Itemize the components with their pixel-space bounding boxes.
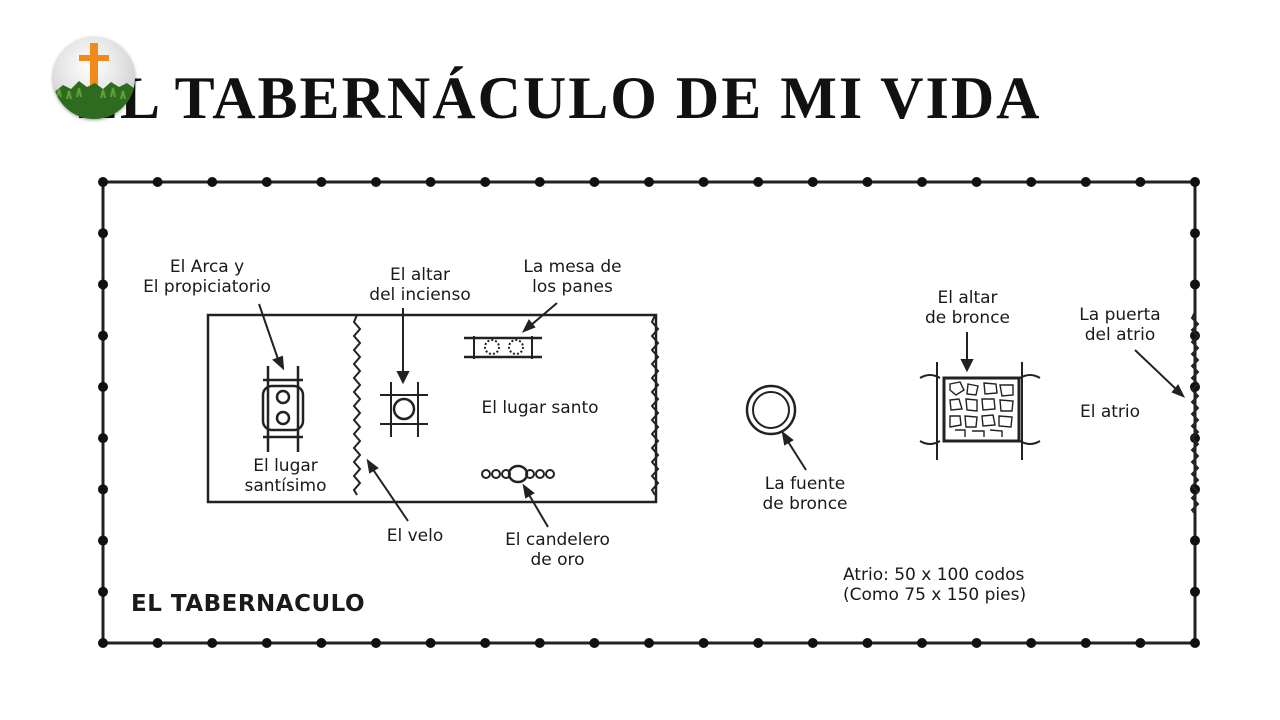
fence-post: [1190, 279, 1200, 290]
fence-post: [316, 638, 327, 648]
cross-on-hill-icon: [53, 37, 135, 119]
fence-post: [98, 535, 108, 546]
fence-post: [1190, 433, 1200, 444]
fence-post: [261, 638, 272, 648]
showbread-table-icon: [464, 336, 542, 359]
fence-post: [98, 177, 108, 187]
fence-post: [1026, 177, 1037, 187]
ark-label: El Arca y El propiciatorio: [143, 257, 271, 297]
dimensions-note: Atrio: 50 x 100 codos (Como 75 x 150 pie…: [843, 565, 1027, 605]
court-gate-label: La puerta del atrio: [1079, 305, 1161, 345]
fence-post: [589, 638, 600, 648]
fence-post: [1190, 535, 1200, 546]
fence-post: [98, 433, 108, 444]
fence-post: [425, 177, 436, 187]
fence-post: [425, 638, 436, 648]
fence-post: [1190, 638, 1200, 648]
bronze-altar-label: El altar de bronce: [924, 288, 1011, 328]
fence-post: [917, 638, 927, 648]
fence-post: [971, 177, 982, 187]
court-gate: [1190, 311, 1200, 515]
fence-post: [207, 177, 218, 187]
incense-altar-icon: [380, 382, 428, 437]
fence-post: [480, 177, 491, 187]
holy-of-holies-label: El lugar santísimo: [244, 456, 327, 496]
lampstand-icon: [481, 464, 555, 484]
page-title: EL TABERNÁCULO DE MI VIDA: [78, 65, 1042, 131]
fence-post: [807, 638, 818, 648]
fence-post: [971, 638, 982, 648]
fence-posts: [98, 177, 1200, 648]
fence-post: [1190, 177, 1200, 187]
fence-post: [1026, 638, 1037, 648]
fence-post: [371, 177, 381, 187]
fence-post: [753, 177, 764, 187]
holy-place-label: El lugar santo: [481, 398, 599, 418]
laver-icon: [745, 384, 797, 436]
fence-post: [207, 638, 218, 648]
fence-post: [98, 228, 108, 239]
fence-post: [261, 177, 272, 187]
fence-post: [589, 177, 600, 187]
fence-post: [371, 638, 381, 648]
fence-post: [698, 177, 709, 187]
fence-post: [152, 638, 163, 648]
fence-post: [98, 484, 108, 495]
fence-post: [98, 381, 108, 392]
laver-label: La fuente de bronce: [762, 474, 848, 514]
fence-post: [807, 177, 818, 187]
lampstand-label: El candelero de oro: [505, 530, 610, 570]
fence-post: [1080, 638, 1091, 648]
ark-icon: [261, 366, 305, 452]
fence-post: [534, 638, 545, 648]
tent-outline: [206, 313, 658, 504]
veil-label: El velo: [386, 526, 444, 546]
diagram-caption: EL TABERNACULO: [131, 591, 366, 617]
fence-post: [1190, 228, 1200, 239]
veil-line: [352, 314, 362, 496]
fence-post: [534, 177, 545, 187]
fence-post: [152, 177, 163, 187]
fence-post: [862, 177, 873, 187]
court-label: El atrio: [1079, 402, 1141, 422]
fence-post: [1135, 177, 1146, 187]
tent-door-line: [650, 314, 660, 496]
fence-post: [1190, 586, 1200, 597]
showbread-table-label: La mesa de los panes: [523, 257, 622, 297]
incense-altar-label: El altar del incienso: [369, 265, 471, 305]
fence-post: [644, 177, 654, 187]
bronze-altar-icon: [919, 362, 1041, 460]
fence-post: [1135, 638, 1146, 648]
fence-post: [480, 638, 491, 648]
fence-post: [698, 638, 709, 648]
fence-post: [98, 586, 108, 597]
fence-post: [862, 638, 873, 648]
fence-post: [644, 638, 654, 648]
fence-post: [98, 330, 108, 341]
fence-post: [98, 638, 108, 648]
fence-post: [98, 279, 108, 290]
fence-post: [1080, 177, 1091, 187]
fence-post: [917, 177, 927, 187]
fence-post: [1190, 330, 1200, 341]
fence-post: [316, 177, 327, 187]
fence-post: [753, 638, 764, 648]
